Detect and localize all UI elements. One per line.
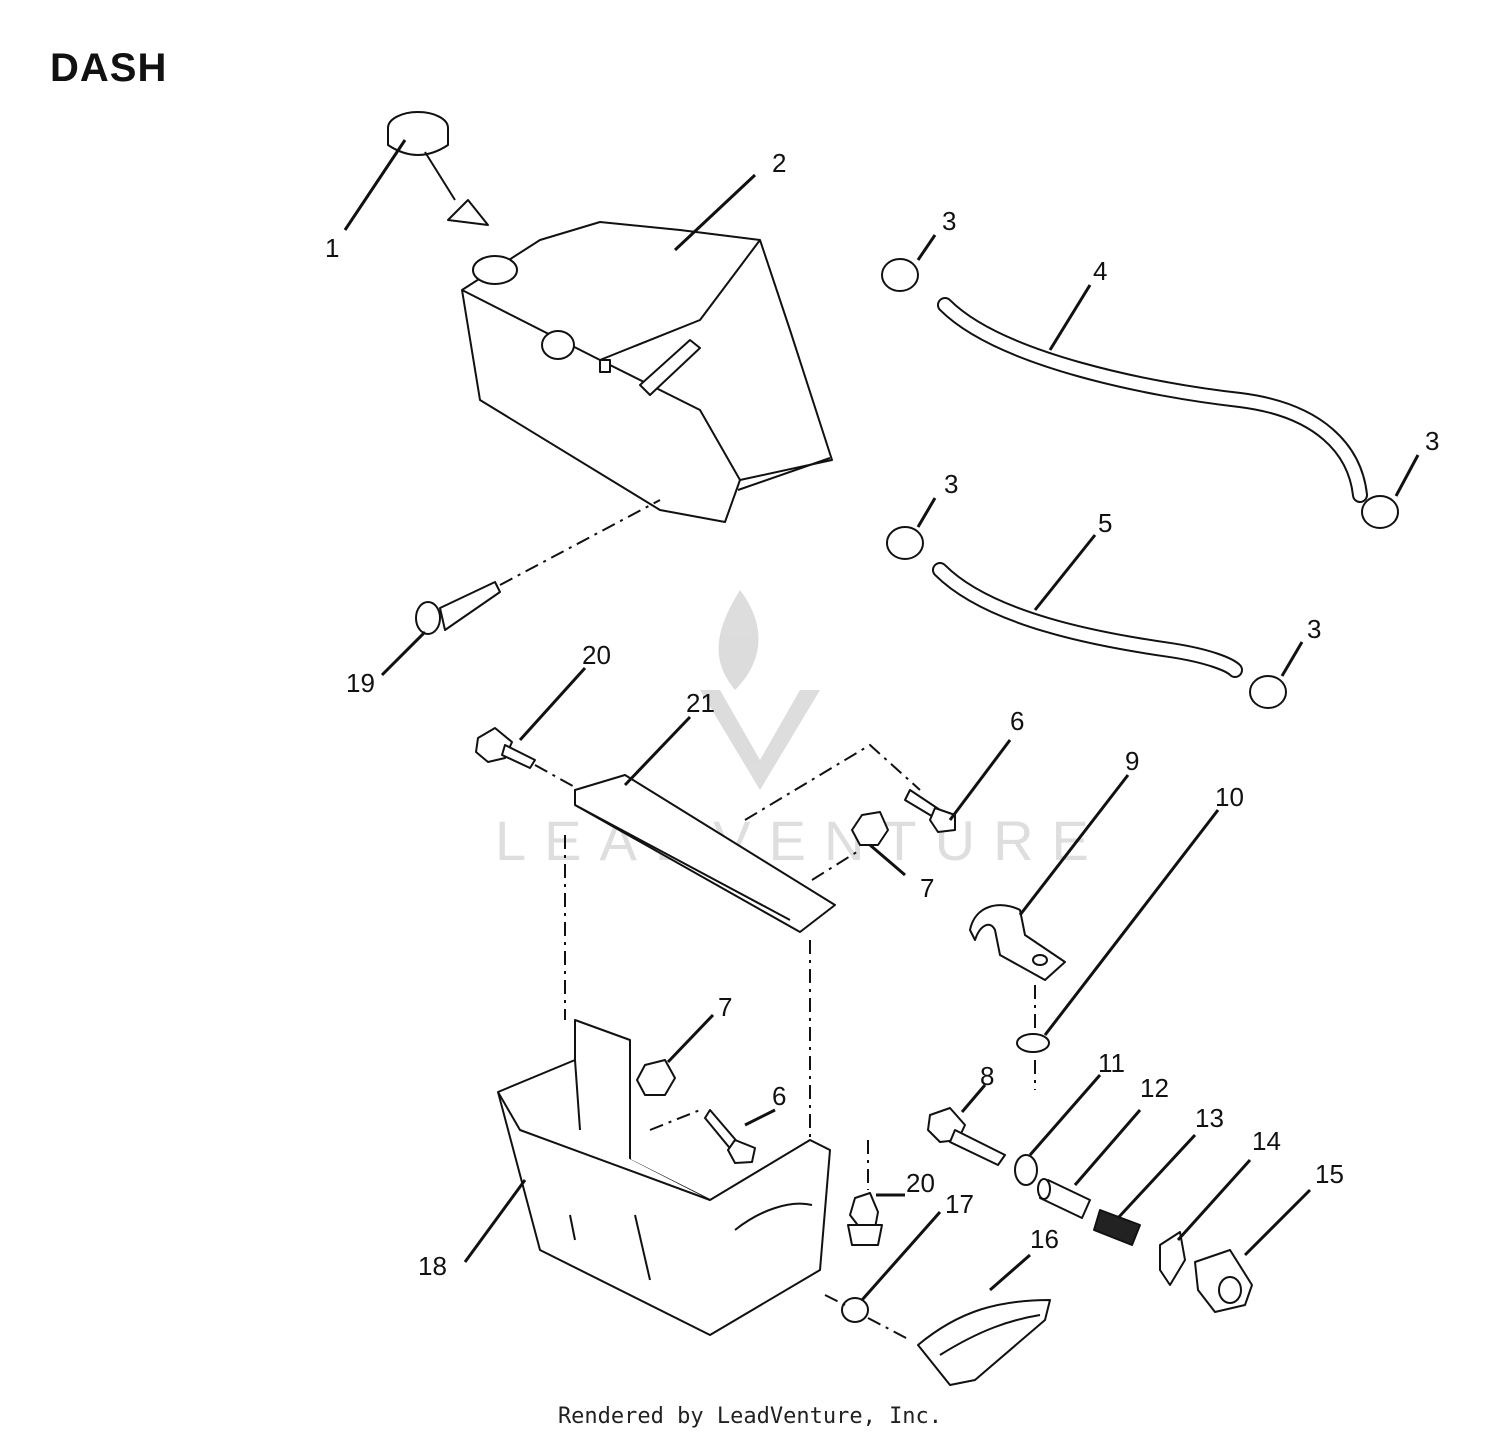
part-5-fuel-hose bbox=[932, 562, 1243, 678]
callout-11: 11 bbox=[1098, 1048, 1125, 1078]
callout-7: 7 bbox=[718, 992, 732, 1022]
callout-5: 5 bbox=[1098, 508, 1112, 538]
part-13-spring bbox=[1093, 1209, 1141, 1246]
part-16-plate bbox=[917, 1299, 1051, 1386]
callout-20: 20 bbox=[582, 640, 611, 670]
callout-4: 4 bbox=[1093, 256, 1107, 286]
leader-lines bbox=[343, 139, 1420, 1301]
assembly-line-19 bbox=[499, 499, 661, 586]
callout-13: 13 bbox=[1195, 1103, 1224, 1133]
callout-3: 3 bbox=[1307, 614, 1321, 644]
callout-15: 15 bbox=[1315, 1159, 1344, 1189]
part-19-screw bbox=[415, 581, 501, 635]
callout-3: 3 bbox=[942, 206, 956, 236]
part-14-clip bbox=[1159, 1231, 1186, 1286]
part-17-nut bbox=[841, 1297, 869, 1323]
part-10-washer bbox=[1016, 1033, 1050, 1053]
assembly-line-6-top bbox=[744, 743, 921, 821]
diagram-title: DASH bbox=[50, 46, 168, 90]
part-1-fuel-cap bbox=[387, 111, 489, 226]
part-6-bolt-bottom bbox=[704, 1109, 756, 1164]
assembly-line-17 bbox=[824, 1294, 911, 1341]
callout-21: 21 bbox=[686, 688, 715, 718]
callout-6: 6 bbox=[772, 1081, 786, 1111]
part-20-bolt-bottom bbox=[847, 1192, 883, 1246]
callout-2: 2 bbox=[772, 148, 786, 178]
part-6-bolt-top bbox=[904, 789, 956, 833]
part-7-nut-bottom bbox=[636, 1059, 676, 1096]
part-9-bracket bbox=[969, 904, 1066, 981]
part-12-sleeve bbox=[1037, 1178, 1091, 1219]
callout-3: 3 bbox=[944, 469, 958, 499]
callout-14: 14 bbox=[1252, 1126, 1281, 1156]
part-2-fuel-tank bbox=[461, 221, 833, 523]
callout-9: 9 bbox=[1125, 746, 1139, 776]
part-11-washer bbox=[1014, 1154, 1038, 1186]
callout-7: 7 bbox=[920, 873, 934, 903]
callout-16: 16 bbox=[1030, 1224, 1059, 1254]
part-15-knob bbox=[1194, 1249, 1253, 1313]
part-8-bolt bbox=[927, 1107, 1006, 1166]
part-7-nut-top bbox=[851, 811, 889, 846]
watermark-text: LEADVENTURE bbox=[495, 809, 1107, 872]
callout-3: 3 bbox=[1425, 426, 1439, 456]
footer-credit: Rendered by LeadVenture, Inc. bbox=[557, 1404, 943, 1429]
callout-17: 17 bbox=[945, 1189, 974, 1219]
watermark-logo bbox=[700, 590, 820, 790]
part-20-bolt-top bbox=[475, 727, 536, 769]
assembly-line-6-bottom bbox=[649, 1109, 701, 1131]
callout-1: 1 bbox=[325, 233, 339, 263]
callout-12: 12 bbox=[1140, 1073, 1169, 1103]
callout-19: 19 bbox=[346, 668, 375, 698]
assembly-line-7-top bbox=[811, 849, 861, 881]
callout-8: 8 bbox=[980, 1061, 994, 1091]
callout-6: 6 bbox=[1010, 706, 1024, 736]
callout-18: 18 bbox=[418, 1251, 447, 1281]
assembly-line-20-top bbox=[534, 764, 581, 791]
part-3-clamp-d bbox=[1249, 675, 1287, 709]
part-3-clamp-c bbox=[886, 526, 924, 560]
part-4-fuel-hose bbox=[937, 297, 1368, 503]
part-3-clamp-a bbox=[881, 258, 919, 292]
callout-10: 10 bbox=[1215, 782, 1244, 812]
part-18-dash-panel bbox=[497, 1019, 831, 1336]
callout-20: 20 bbox=[906, 1168, 935, 1198]
part-3-clamp-b bbox=[1361, 495, 1399, 529]
part-21-bracket bbox=[574, 774, 836, 933]
